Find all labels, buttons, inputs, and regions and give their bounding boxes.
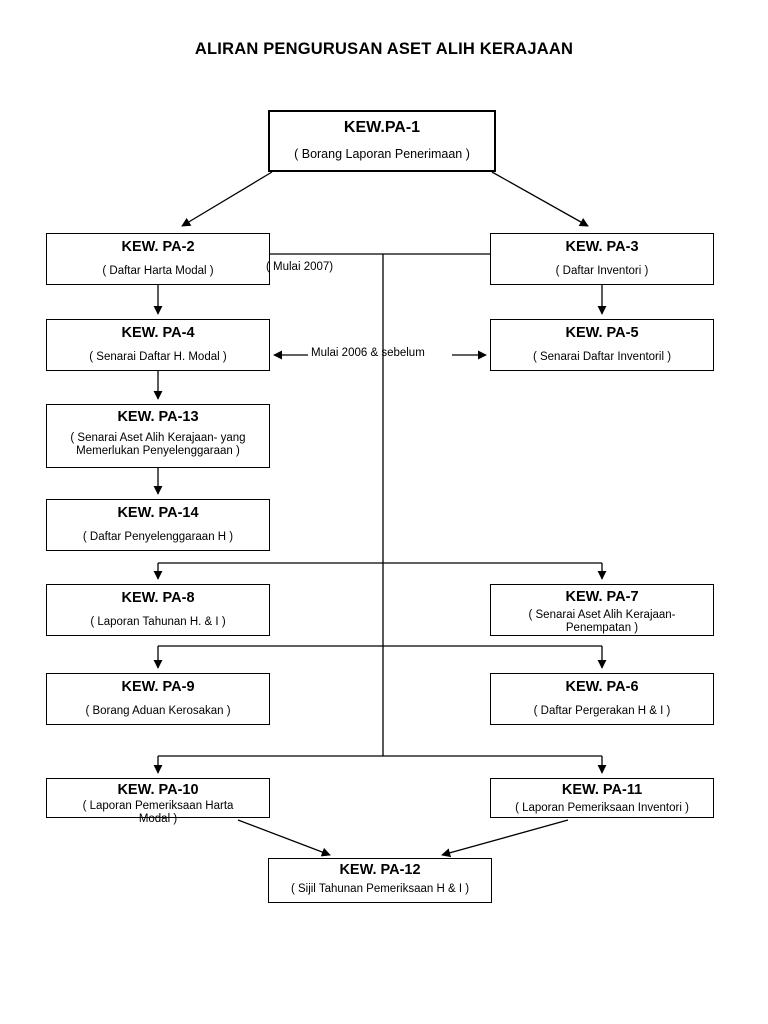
node-kew-pa-8[interactable]: KEW. PA-8 ( Laporan Tahunan H. & I )	[46, 584, 270, 636]
node-description: ( Sijil Tahunan Pemeriksaan H & I )	[290, 882, 470, 895]
node-description: ( Daftar Pergerakan H & I )	[533, 704, 671, 717]
node-code: KEW. PA-2	[121, 239, 195, 255]
node-code: KEW. PA-7	[565, 589, 639, 605]
node-code: KEW. PA-4	[121, 325, 195, 341]
node-kew-pa-11[interactable]: KEW. PA-11 ( Laporan Pemeriksaan Invento…	[490, 778, 714, 818]
node-code: KEW. PA-6	[565, 679, 639, 695]
node-kew-pa-5[interactable]: KEW. PA-5 ( Senarai Daftar Inventoril )	[490, 319, 714, 371]
node-kew-pa-13[interactable]: KEW. PA-13 ( Senarai Aset Alih Kerajaan-…	[46, 404, 270, 468]
node-kew-pa-7[interactable]: KEW. PA-7 ( Senarai Aset Alih Kerajaan- …	[490, 584, 714, 636]
node-code: KEW. PA-8	[121, 590, 195, 606]
node-kew-pa-2[interactable]: KEW. PA-2 ( Daftar Harta Modal )	[46, 233, 270, 285]
edge-pa1-pa2	[181, 171, 273, 227]
node-description: ( Daftar Harta Modal )	[102, 264, 214, 277]
node-description: ( Daftar Inventori )	[555, 264, 649, 277]
edge-pa10-pa12	[237, 819, 331, 857]
node-description: ( Laporan Pemeriksaan Harta Modal )	[82, 799, 234, 825]
node-kew-pa-4[interactable]: KEW. PA-4 ( Senarai Daftar H. Modal )	[46, 319, 270, 371]
node-description: ( Senarai Aset Alih Kerajaan- yang Memer…	[70, 431, 246, 457]
edge-pa1-pa3	[491, 171, 589, 227]
node-code: KEW. PA-14	[117, 505, 199, 521]
node-description: ( Senarai Daftar H. Modal )	[89, 350, 227, 363]
node-code: KEW. PA-10	[117, 782, 199, 798]
node-code: KEW. PA-12	[339, 862, 421, 878]
node-kew-pa-10[interactable]: KEW. PA-10 ( Laporan Pemeriksaan Harta M…	[46, 778, 270, 825]
node-kew-pa-14[interactable]: KEW. PA-14 ( Daftar Penyelenggaraan H )	[46, 499, 270, 551]
node-description: ( Laporan Pemeriksaan Inventori )	[515, 801, 689, 814]
node-description: ( Senarai Daftar Inventoril )	[532, 350, 672, 363]
node-description: ( Borang Aduan Kerosakan )	[85, 704, 231, 717]
node-code: KEW. PA-11	[561, 782, 643, 798]
node-kew-pa-3[interactable]: KEW. PA-3 ( Daftar Inventori )	[490, 233, 714, 285]
node-code: KEW. PA-13	[117, 409, 199, 425]
page-title: ALIRAN PENGURUSAN ASET ALIH KERAJAAN	[194, 40, 574, 58]
node-code: KEW.PA-1	[343, 119, 421, 136]
edge-label-mulai-2006: Mulai 2006 & sebelum	[311, 347, 425, 359]
node-kew-pa-6[interactable]: KEW. PA-6 ( Daftar Pergerakan H & I )	[490, 673, 714, 725]
node-code: KEW. PA-5	[565, 325, 639, 341]
node-kew-pa-9[interactable]: KEW. PA-9 ( Borang Aduan Kerosakan )	[46, 673, 270, 725]
edge-pa11-pa12	[441, 819, 569, 858]
node-description: ( Senarai Aset Alih Kerajaan- Penempatan…	[528, 608, 676, 634]
node-kew-pa-12[interactable]: KEW. PA-12 ( Sijil Tahunan Pemeriksaan H…	[268, 858, 492, 903]
node-code: KEW. PA-9	[121, 679, 195, 695]
node-description: ( Daftar Penyelenggaraan H )	[82, 530, 234, 543]
node-description: ( Laporan Tahunan H. & I )	[90, 615, 226, 628]
node-code: KEW. PA-3	[565, 239, 639, 255]
node-kew-pa-1[interactable]: KEW.PA-1 ( Borang Laporan Penerimaan )	[268, 110, 496, 172]
edge-label-mulai-2007: ( Mulai 2007)	[266, 261, 334, 273]
node-description: ( Borang Laporan Penerimaan )	[294, 147, 470, 162]
